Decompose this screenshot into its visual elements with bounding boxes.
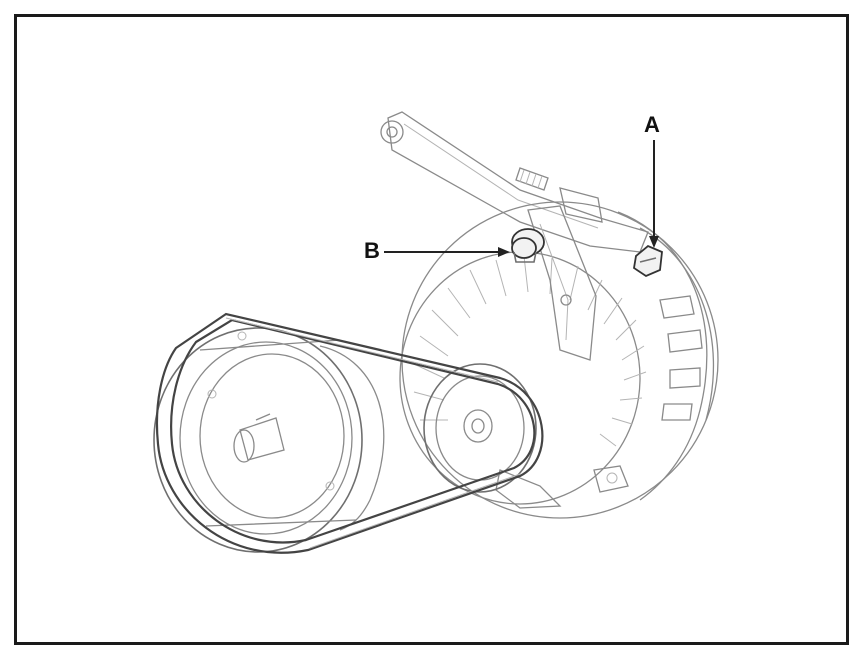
adjusting-bracket <box>380 111 649 253</box>
bolt-a <box>633 244 663 278</box>
bolt-b <box>511 228 545 263</box>
alternator-pulley <box>423 363 537 493</box>
leader-arrow-a <box>649 236 659 248</box>
crankshaft-pulley <box>153 327 385 553</box>
drive-belt <box>155 312 544 554</box>
figure-frame <box>14 14 849 645</box>
callout-label-b: B <box>364 238 380 263</box>
callout-label-a: A <box>644 112 660 137</box>
leader-arrow-b <box>498 247 510 257</box>
alternator <box>399 201 719 519</box>
